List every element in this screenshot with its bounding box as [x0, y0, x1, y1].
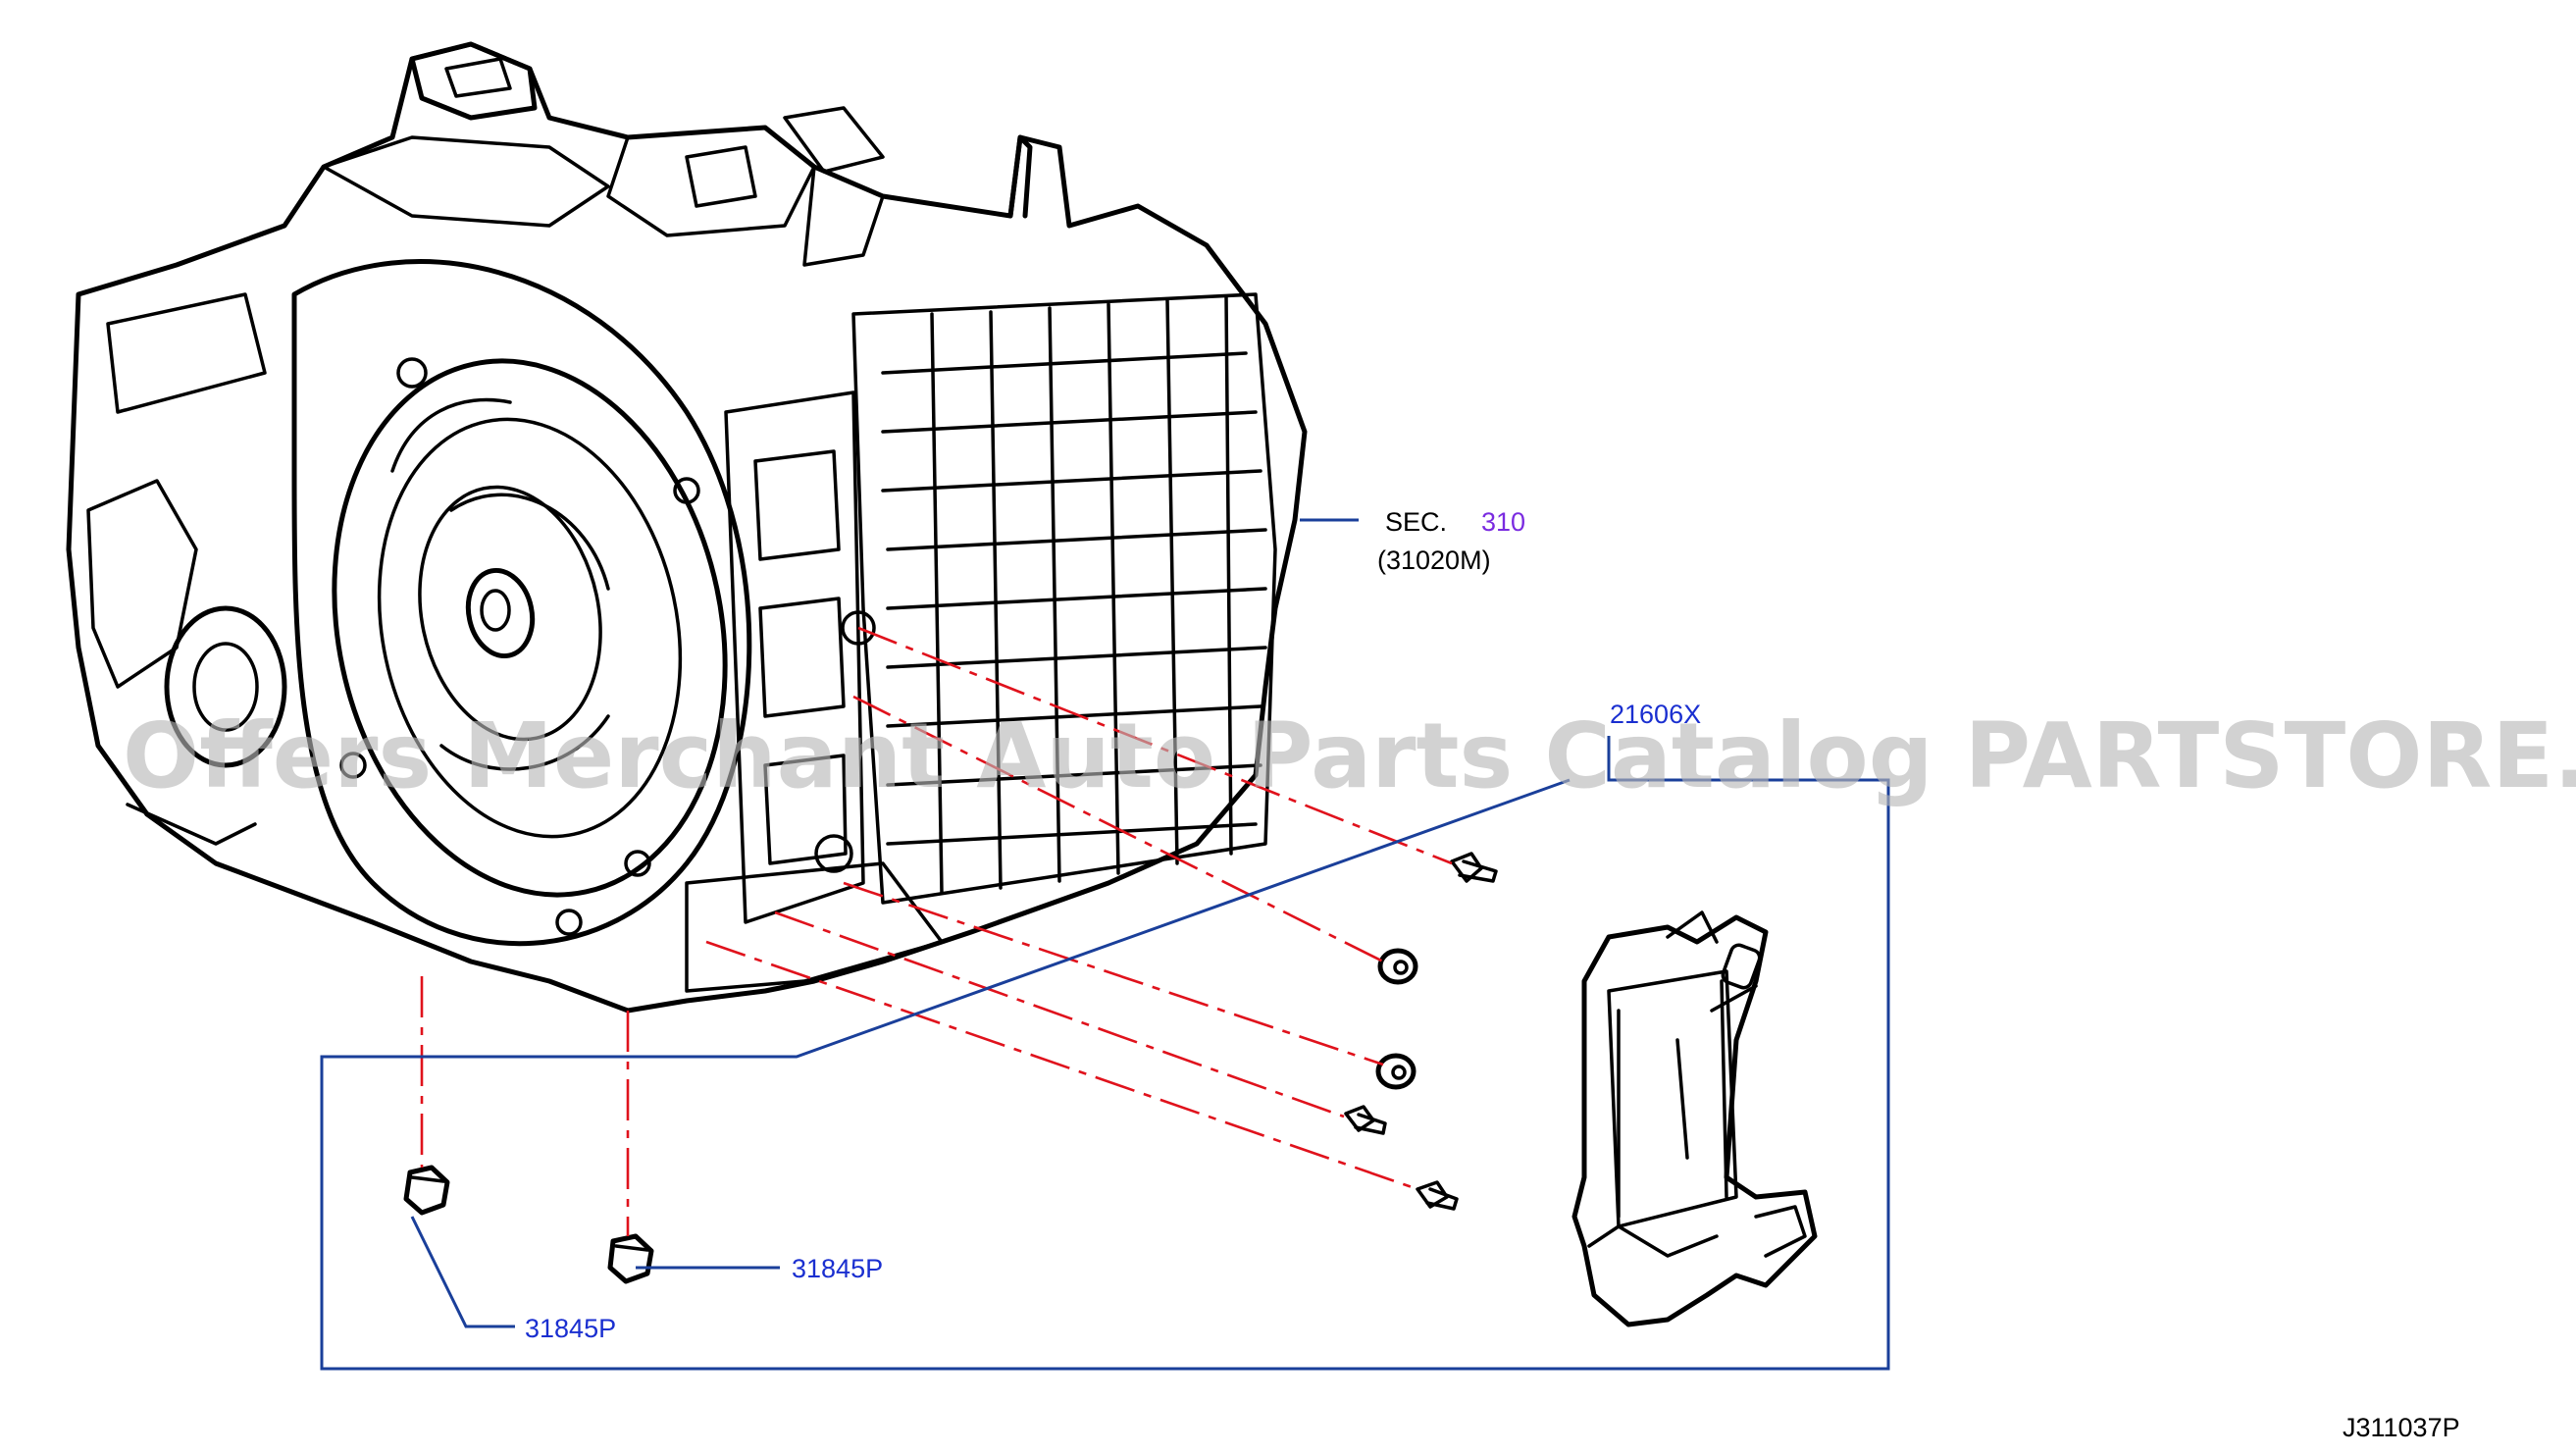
oil-cooler: [1571, 910, 1818, 1327]
bolt-middle: [1344, 1105, 1387, 1135]
washer-lower: [1375, 1053, 1417, 1090]
washer-upper: [1377, 948, 1418, 985]
section-number: 310: [1481, 507, 1525, 537]
section-part-number: (31020M): [1377, 546, 1491, 575]
bolt-upper: [1450, 852, 1498, 883]
part-label-21606x: 21606X: [1610, 700, 1701, 729]
bolt-31845p-right: [607, 1233, 654, 1284]
figure-id: J311037P: [2343, 1413, 2460, 1442]
watermark: Offers Merchant Auto Parts Catalog PARTS…: [123, 703, 2576, 808]
transmission-assembly: [66, 41, 1308, 1014]
bolt-31845p-left: [403, 1165, 450, 1216]
part-label-31845p-left: 31845P: [525, 1314, 616, 1343]
callout-leaders: [320, 518, 1890, 1371]
part-label-31845p-right: 31845P: [792, 1254, 883, 1283]
bolt-lower: [1416, 1180, 1459, 1211]
section-prefix: SEC.: [1385, 507, 1447, 537]
dash-leaders: [420, 626, 1453, 1236]
